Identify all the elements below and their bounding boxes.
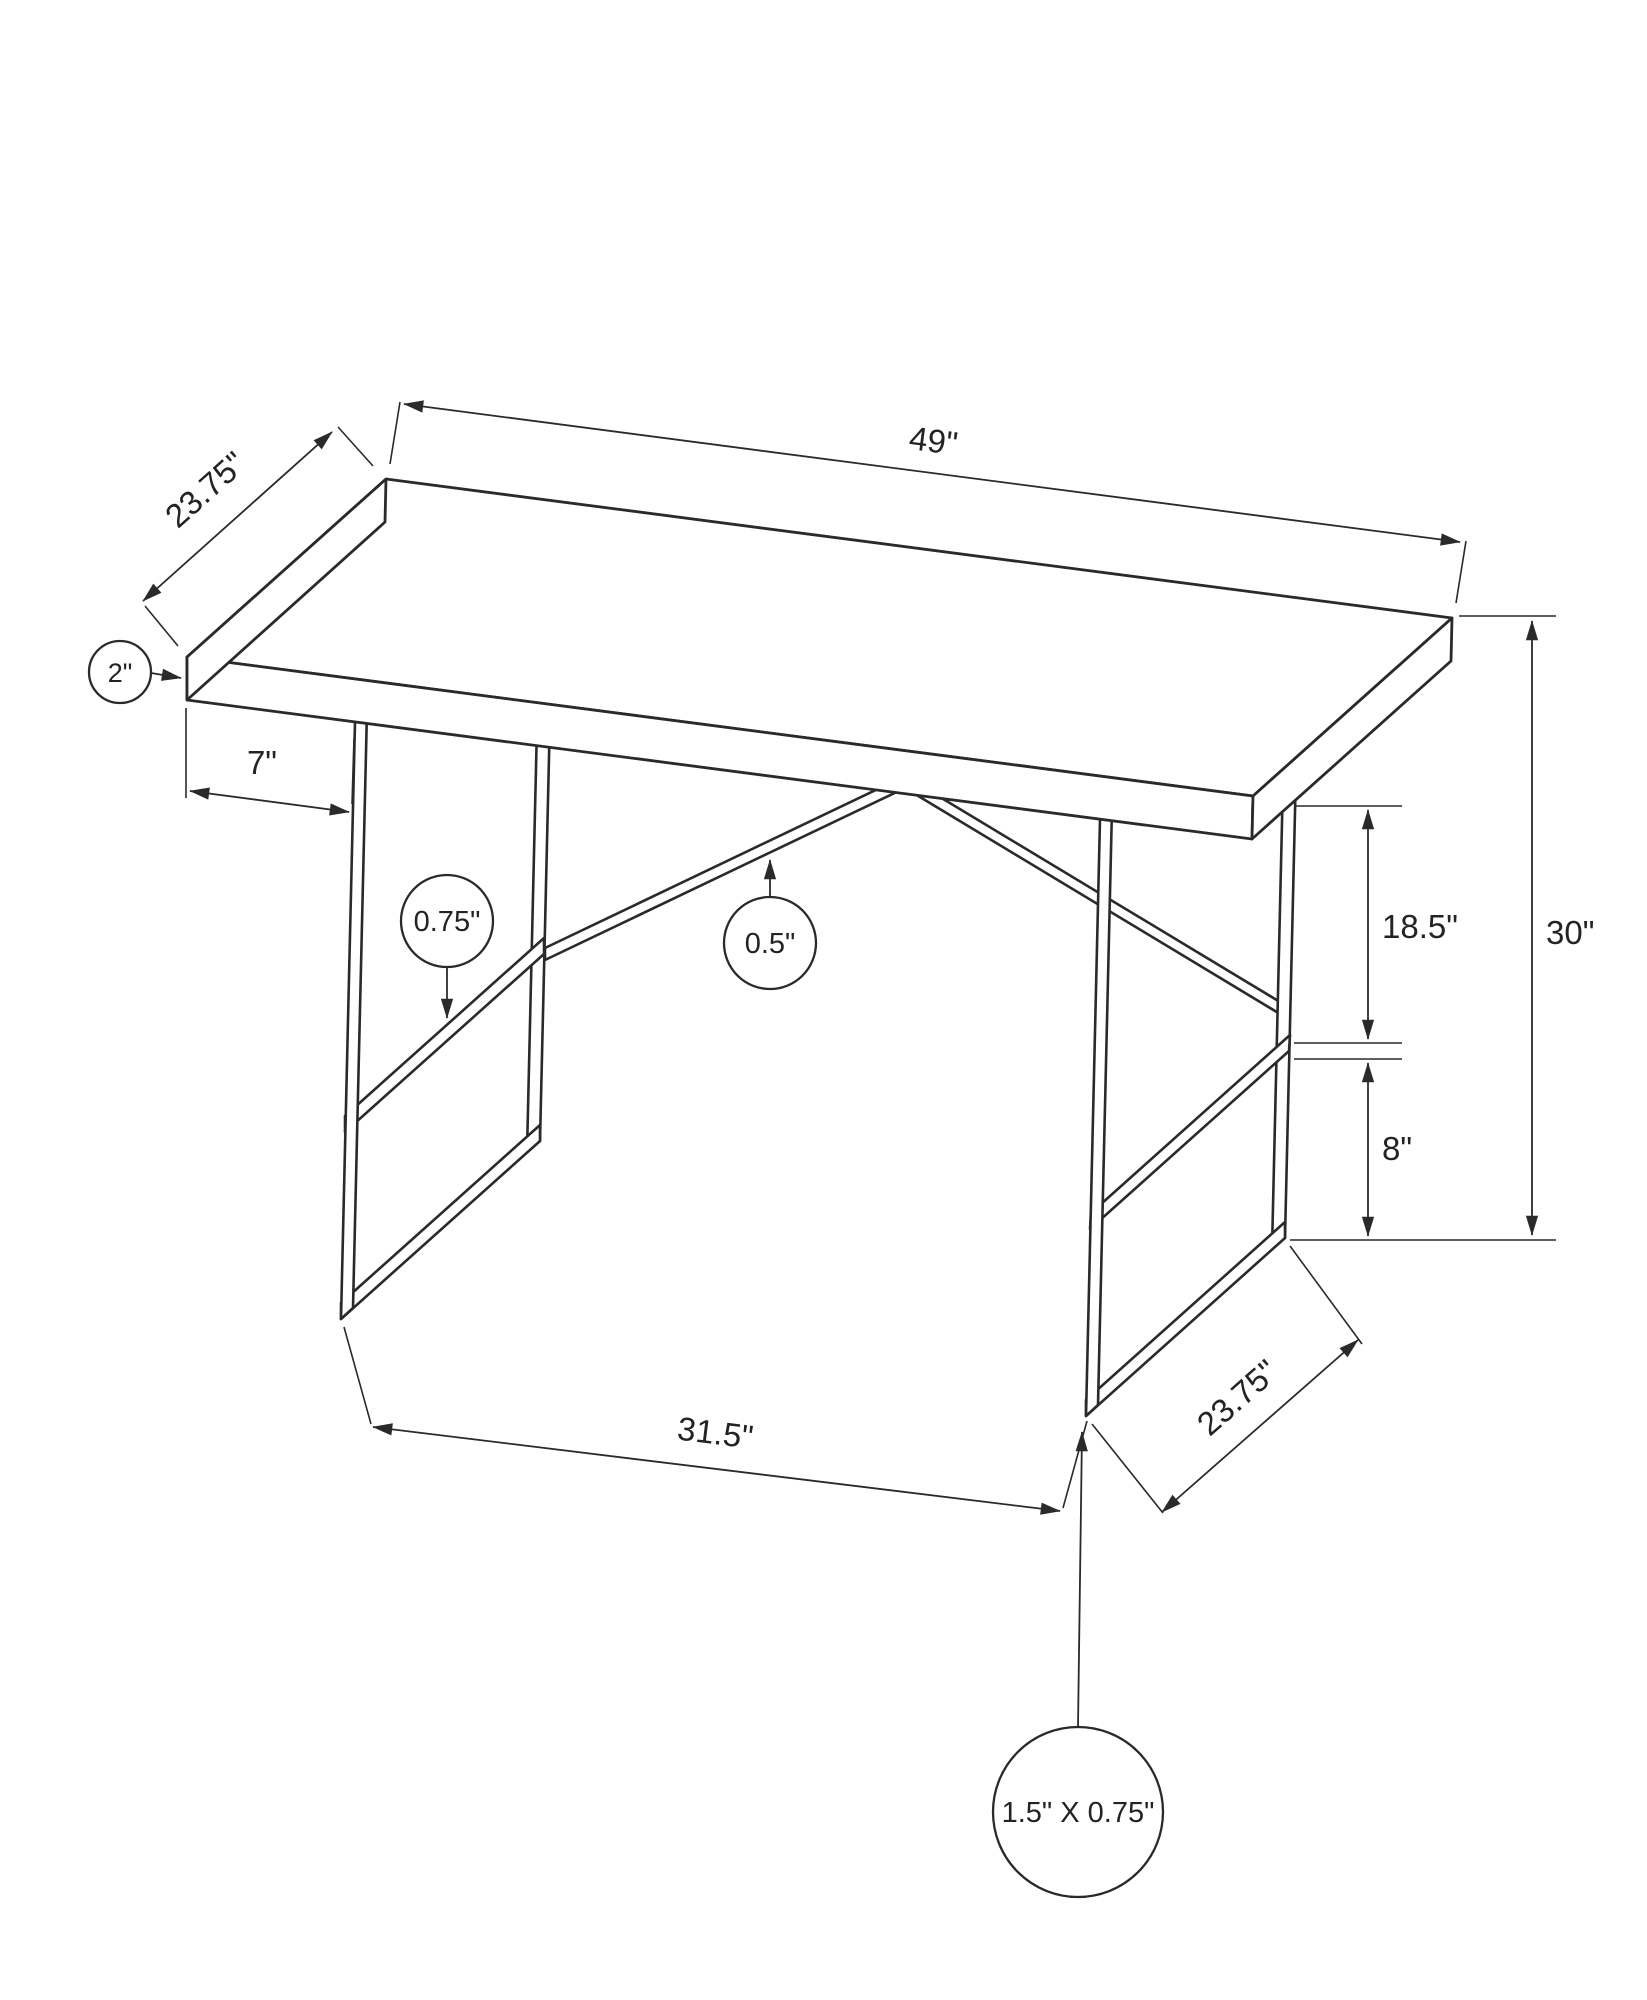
dim-label-leg-profile: 1.5" X 0.75" — [1002, 1797, 1155, 1829]
dim-label-inset: 7" — [247, 744, 277, 781]
left-front-post — [339, 708, 369, 1321]
dim-label-shelf-thickness: 0.75" — [414, 906, 481, 938]
right-shelf-bar — [1088, 1033, 1292, 1231]
callout-brace-thickness: 0.5" — [722, 859, 818, 991]
desk-top — [185, 477, 1454, 841]
left-bottom-rail — [339, 1123, 542, 1321]
dim-label-lower-opening: 8" — [1382, 1130, 1412, 1167]
callout-circle — [991, 1725, 1165, 1899]
ext-line — [1062, 1420, 1088, 1509]
callout-leg-profile: 1.5" X 0.75" — [991, 1431, 1165, 1899]
dim-label-leg-depth: 23.75" — [1190, 1352, 1285, 1442]
dim-line — [372, 1423, 1061, 1515]
dim-label-brace-thickness: 0.5" — [745, 928, 796, 960]
dim-label-thickness: 2" — [108, 658, 133, 688]
ext-line — [343, 1326, 372, 1425]
dim-line — [403, 400, 1461, 546]
ext-line — [351, 737, 355, 805]
leader-line — [150, 668, 182, 681]
dim-side-inset: 7" — [185, 708, 355, 816]
dim-label-upper-opening: 18.5" — [1382, 908, 1458, 945]
dim-line — [189, 787, 350, 816]
dim-overall-height: 30" — [1290, 615, 1594, 1241]
callout-circle — [87, 639, 153, 705]
dim-label-inner-span: 31.5" — [675, 1410, 755, 1456]
dim-lower-opening: 8" — [1294, 1058, 1412, 1237]
dim-upper-opening: 18.5" — [1294, 805, 1458, 1044]
ext-line — [144, 605, 179, 647]
callout-top-thickness: 2" — [87, 639, 182, 705]
dim-top-width: 49" — [389, 400, 1467, 604]
dim-label-top-width: 49" — [907, 419, 960, 462]
ext-line — [1289, 1245, 1363, 1345]
ext-line — [337, 426, 374, 467]
dim-line — [1161, 1339, 1359, 1513]
leader-line — [1075, 1431, 1088, 1728]
callout-shelf-thickness: 0.75" — [399, 873, 495, 1019]
dim-line — [142, 431, 333, 602]
dim-label-overall-height: 30" — [1546, 914, 1594, 951]
dim-label-top-depth: 23.75" — [158, 444, 253, 534]
dim-inner-span: 31.5" — [343, 1326, 1088, 1515]
top-right-end — [1250, 616, 1454, 841]
ext-line — [389, 401, 401, 465]
ext-line — [1455, 540, 1467, 604]
ext-line — [1091, 1423, 1164, 1514]
